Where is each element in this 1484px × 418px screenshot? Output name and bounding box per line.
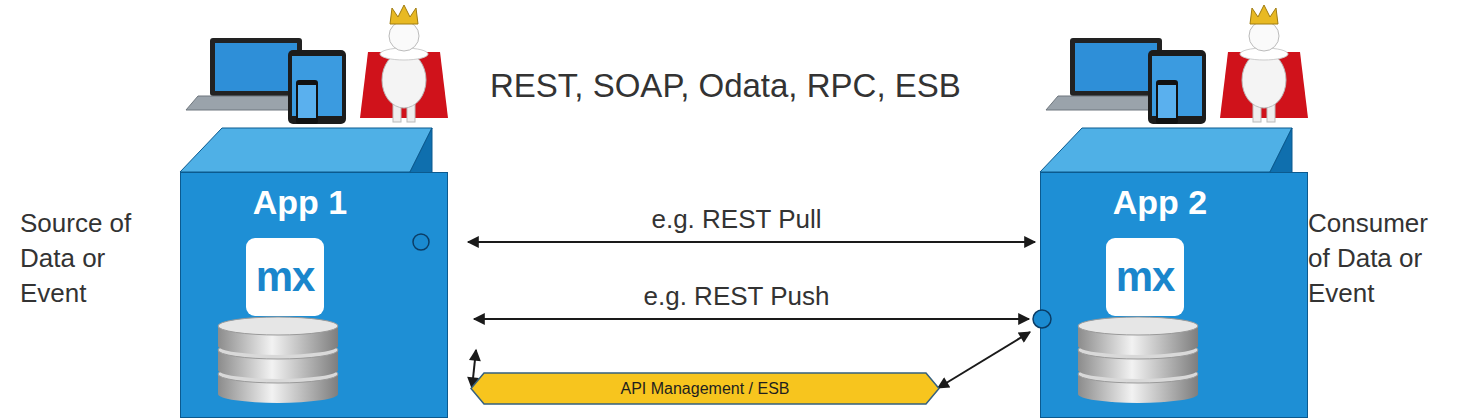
mendix-logo: mx xyxy=(1106,238,1184,316)
connector xyxy=(938,332,1030,388)
king-cape xyxy=(360,52,448,118)
king-head xyxy=(389,21,419,51)
database-cylinder xyxy=(218,317,338,403)
phone-display xyxy=(298,85,316,118)
app-title: App 2 xyxy=(1041,173,1307,222)
db-disc xyxy=(218,337,338,355)
protocol-list: REST, SOAP, Odata, RPC, ESB xyxy=(490,66,961,106)
king-crown xyxy=(390,5,418,24)
port-circle xyxy=(1033,310,1051,328)
connector xyxy=(468,241,1035,243)
connector xyxy=(474,318,1029,320)
api-management-band: API Management / ESB xyxy=(470,372,940,405)
database-cylinder xyxy=(1078,317,1198,403)
logo-text: mx xyxy=(256,253,315,301)
app-title: App 1 xyxy=(181,173,447,222)
port-circle xyxy=(413,234,429,250)
devices-and-king xyxy=(186,5,448,124)
tablet xyxy=(288,50,346,124)
mendix-logo: mx xyxy=(246,238,324,316)
db-disc xyxy=(218,385,338,403)
edge-label: e.g. REST Pull xyxy=(647,204,825,235)
db-disc xyxy=(218,361,338,379)
laptop-display xyxy=(215,43,297,91)
devices-and-king xyxy=(1046,5,1308,124)
db-disc xyxy=(218,317,338,335)
cube-top xyxy=(180,128,432,172)
logo-text: mx xyxy=(1116,253,1175,301)
role-label: Consumer of Data or Event xyxy=(1308,206,1448,311)
phone xyxy=(296,80,318,124)
cube-top xyxy=(1040,128,1292,172)
band-outline xyxy=(471,373,939,404)
band-label: API Management / ESB xyxy=(601,380,810,398)
role-label: Source of Data or Event xyxy=(20,206,170,311)
edge-label: e.g. REST Push xyxy=(640,281,834,312)
